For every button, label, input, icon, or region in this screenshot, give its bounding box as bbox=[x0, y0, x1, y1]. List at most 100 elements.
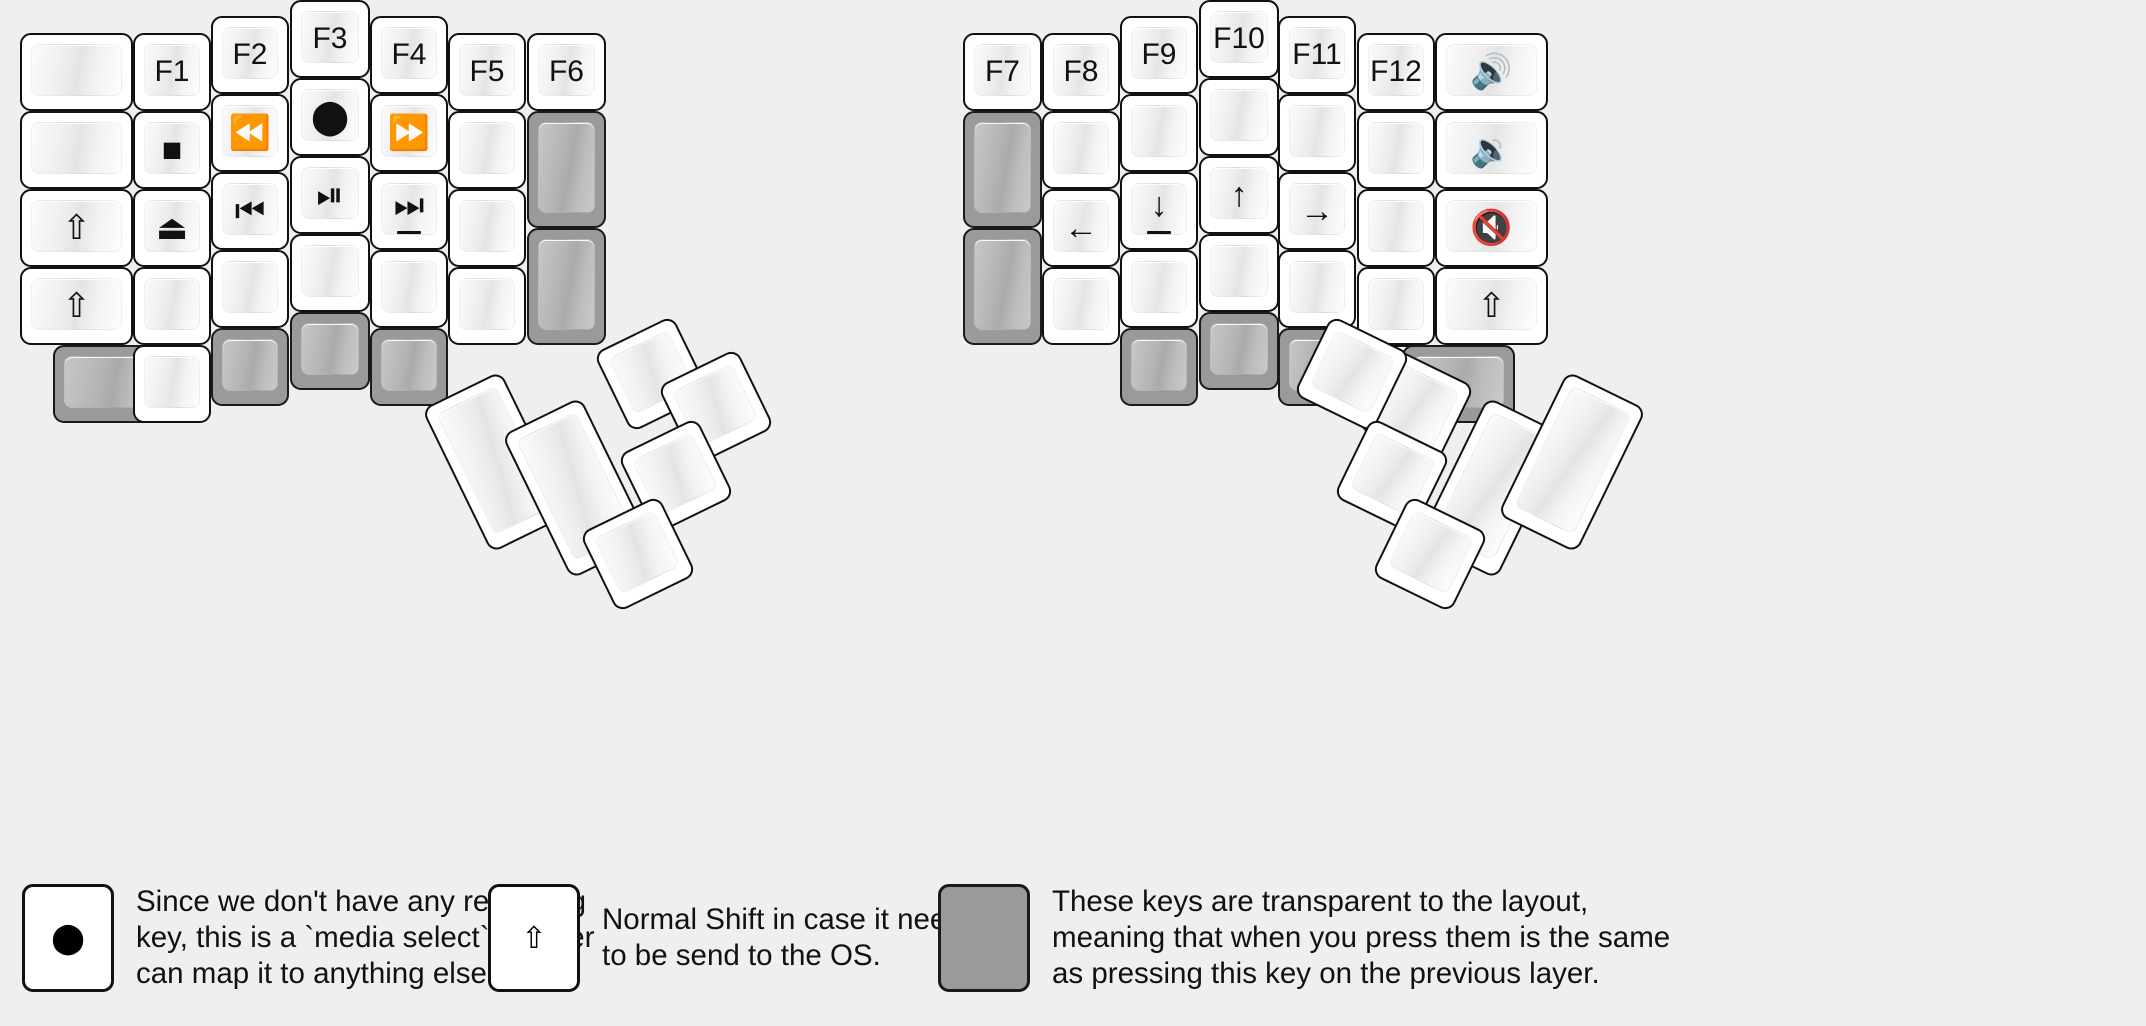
key-r5-r4[interactable] bbox=[1357, 267, 1435, 345]
key-r3-r5[interactable] bbox=[1199, 312, 1279, 390]
legend: ⬤Since we don't have any recording key, … bbox=[0, 862, 2146, 1026]
keycap-surface bbox=[1309, 329, 1397, 415]
key-r2-r5[interactable] bbox=[1120, 328, 1198, 406]
key-l3-r5[interactable] bbox=[290, 312, 370, 390]
key-r1-r4[interactable] bbox=[1042, 267, 1120, 345]
key-f7[interactable]: F7 bbox=[963, 33, 1042, 111]
legend-shift: ⇧Normal Shift in case it needs to be sen… bbox=[488, 884, 977, 992]
keycap-surface bbox=[222, 261, 278, 313]
keycap-surface bbox=[1131, 27, 1187, 79]
key-l0-r2[interactable] bbox=[20, 111, 133, 189]
key-l6-r2[interactable] bbox=[527, 111, 606, 228]
key-arrow-down[interactable]: ↓ bbox=[1120, 172, 1198, 250]
key-play-pause[interactable]: ⏯ bbox=[290, 156, 370, 234]
key-f8[interactable]: F8 bbox=[1042, 33, 1120, 111]
key-record[interactable]: ⬤ bbox=[290, 78, 370, 156]
legend-transparent-key[interactable] bbox=[938, 884, 1030, 992]
key-l5-r3[interactable] bbox=[448, 189, 526, 267]
keycap-surface bbox=[1053, 122, 1109, 174]
key-f1[interactable]: F1 bbox=[133, 33, 211, 111]
key-l1-r4[interactable] bbox=[133, 267, 211, 345]
key-l5-r2[interactable] bbox=[448, 111, 526, 189]
keycap-surface bbox=[31, 200, 122, 252]
key-f10[interactable]: F10 bbox=[1199, 0, 1279, 78]
key-l5-r4[interactable] bbox=[448, 267, 526, 345]
keycap-surface bbox=[31, 122, 122, 174]
key-f12[interactable]: F12 bbox=[1357, 33, 1435, 111]
keycap-surface bbox=[222, 339, 278, 391]
keycap-surface bbox=[538, 239, 595, 330]
key-l4-r4[interactable] bbox=[370, 250, 448, 328]
keycap-surface bbox=[381, 27, 437, 79]
key-volume-mute[interactable]: 🔇 bbox=[1435, 189, 1548, 267]
key-r3-r2[interactable] bbox=[1199, 78, 1279, 156]
record-icon: ⬤ bbox=[51, 921, 85, 955]
keycap-surface bbox=[974, 239, 1031, 330]
key-arrow-left[interactable]: ← bbox=[1042, 189, 1120, 267]
key-l4-r5[interactable] bbox=[370, 328, 448, 406]
key-r2-r4[interactable] bbox=[1120, 250, 1198, 328]
keycap-surface bbox=[301, 11, 359, 63]
key-prev-track[interactable]: ⏮ bbox=[211, 172, 289, 250]
keycap-surface bbox=[381, 105, 437, 157]
keycap-surface bbox=[1131, 183, 1187, 235]
keycap-surface bbox=[222, 27, 278, 79]
legend-record-key[interactable]: ⬤ bbox=[22, 884, 114, 992]
keycap-surface bbox=[1131, 105, 1187, 157]
shift-icon: ⇧ bbox=[521, 921, 547, 955]
key-f4[interactable]: F4 bbox=[370, 16, 448, 94]
key-f3[interactable]: F3 bbox=[290, 0, 370, 78]
key-eject[interactable]: ⏏ bbox=[133, 189, 211, 267]
key-f9[interactable]: F9 bbox=[1120, 16, 1198, 94]
key-shift-right[interactable]: ⇧ bbox=[1435, 267, 1548, 345]
key-volume-down[interactable]: 🔉 bbox=[1435, 111, 1548, 189]
key-l1-r5[interactable] bbox=[133, 345, 211, 423]
keycap-surface bbox=[1368, 278, 1424, 330]
legend-shift-key[interactable]: ⇧ bbox=[488, 884, 580, 992]
key-r4-r2[interactable] bbox=[1278, 94, 1356, 172]
keycap-surface bbox=[222, 183, 278, 235]
key-l0-r4[interactable]: ⇧ bbox=[20, 267, 133, 345]
legend-transparent-text: These keys are transparent to the layout… bbox=[1052, 885, 1671, 990]
key-f5[interactable]: F5 bbox=[448, 33, 526, 111]
keycap-surface bbox=[144, 200, 200, 252]
key-l2-r5[interactable] bbox=[211, 328, 289, 406]
key-l0-r1[interactable] bbox=[20, 33, 133, 111]
key-f11[interactable]: F11 bbox=[1278, 16, 1356, 94]
key-arrow-right[interactable]: → bbox=[1278, 172, 1356, 250]
key-fast-forward[interactable]: ⏩ bbox=[370, 94, 448, 172]
key-f6[interactable]: F6 bbox=[527, 33, 606, 111]
keycap-surface bbox=[1289, 183, 1345, 235]
key-r4-r4[interactable] bbox=[1278, 250, 1356, 328]
legend-record: ⬤Since we don't have any recording key, … bbox=[22, 884, 595, 992]
keycap-surface bbox=[301, 167, 359, 219]
keycap-surface bbox=[1289, 261, 1345, 313]
keycap-surface bbox=[538, 44, 595, 96]
key-l6-r3[interactable] bbox=[527, 228, 606, 345]
keycap-surface bbox=[1131, 261, 1187, 313]
key-arrow-up[interactable]: ↑ bbox=[1199, 156, 1279, 234]
key-r3-r4[interactable] bbox=[1199, 234, 1279, 312]
key-l3-r4[interactable] bbox=[290, 234, 370, 312]
key-next-track[interactable]: ⏭ bbox=[370, 172, 448, 250]
key-r2-r2[interactable] bbox=[1120, 94, 1198, 172]
key-r5-r2[interactable] bbox=[1357, 111, 1435, 189]
keycap-surface bbox=[1210, 245, 1268, 297]
key-l2-r4[interactable] bbox=[211, 250, 289, 328]
key-r0-r3[interactable] bbox=[963, 228, 1042, 345]
keycap-surface bbox=[1210, 323, 1268, 375]
key-r1-r2[interactable] bbox=[1042, 111, 1120, 189]
key-r0-r2[interactable] bbox=[963, 111, 1042, 228]
keycap-surface bbox=[381, 261, 437, 313]
keycap-surface bbox=[459, 200, 515, 252]
key-stop[interactable]: ■ bbox=[133, 111, 211, 189]
key-r5-r3[interactable] bbox=[1357, 189, 1435, 267]
keycap-surface bbox=[144, 122, 200, 174]
key-volume-up[interactable]: 🔊 bbox=[1435, 33, 1548, 111]
key-rewind[interactable]: ⏪ bbox=[211, 94, 289, 172]
keycap-surface bbox=[1131, 339, 1187, 391]
key-l0-r3[interactable]: ⇧ bbox=[20, 189, 133, 267]
keycap-surface bbox=[1053, 200, 1109, 252]
key-f2[interactable]: F2 bbox=[211, 16, 289, 94]
keycap-surface bbox=[1368, 122, 1424, 174]
